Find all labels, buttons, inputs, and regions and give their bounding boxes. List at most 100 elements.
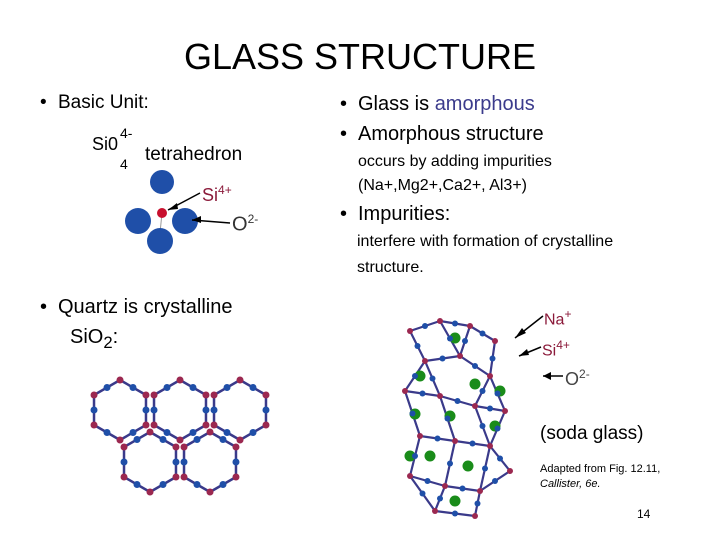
quartz-o-site — [90, 406, 98, 414]
quartz-o-site — [223, 384, 231, 391]
quartz-o-site — [163, 429, 171, 436]
glass-o-site — [492, 478, 498, 484]
occurs-line: occurs by adding impurities — [358, 153, 552, 170]
quartz-o-site — [232, 458, 240, 466]
credit-line2: Callister, 6e. — [540, 478, 601, 490]
glass-si-site — [407, 473, 413, 479]
quartz-o-site — [129, 384, 137, 391]
oxygen-atom-top — [150, 170, 174, 194]
glass-si-site — [487, 443, 493, 449]
tetrahedron-charge: 4- — [120, 125, 133, 141]
quartz-si-site — [180, 473, 188, 481]
quartz-si-site — [150, 391, 158, 399]
quartz-si-site — [172, 473, 180, 481]
o-glass-charge: 2- — [579, 367, 590, 381]
bullet-impurities: Impurities: — [340, 203, 450, 226]
quartz-si-site — [210, 421, 218, 429]
glass-si-site — [502, 408, 508, 414]
quartz-network-diagram — [90, 376, 270, 496]
glass-si-site — [487, 373, 493, 379]
glass-o-site — [447, 460, 453, 467]
page-number: 14 — [637, 507, 651, 521]
glass-o-site — [412, 373, 418, 379]
glass-amorphous-word: amorphous — [434, 93, 535, 115]
quartz-o-site — [150, 406, 158, 414]
quartz-si-site — [202, 391, 210, 399]
quartz-si-site — [172, 443, 180, 451]
figure-credit: Adapted from Fig. 12.11, Callister, 6e. — [540, 462, 660, 492]
o-glass-text: O — [565, 369, 580, 389]
quartz-si-site — [210, 391, 218, 399]
si-glass-label: Si4+ — [542, 338, 570, 360]
glass-o-site — [452, 320, 458, 327]
glass-si-site — [452, 438, 458, 444]
bullet-amorphous: Amorphous structure — [340, 123, 544, 146]
oxygen-atom-bottom — [147, 228, 173, 254]
quartz-o-site — [133, 481, 141, 488]
quartz-o-site — [249, 429, 257, 436]
quartz-line1: Quartz is crystalline — [58, 296, 233, 318]
quartz-o-site — [159, 436, 167, 443]
si-label: Si4+ — [202, 183, 232, 206]
glass-o-site — [454, 398, 461, 404]
bullet-basic-unit: Basic Unit: — [40, 92, 149, 114]
tetrahedron-word: tetrahedron — [145, 144, 243, 165]
quartz-si-site — [202, 421, 210, 429]
glass-si-site — [457, 353, 463, 359]
glass-o-site — [437, 495, 443, 502]
quartz-si-site — [150, 421, 158, 429]
soda-glass-caption: (soda glass) — [540, 423, 644, 444]
glass-si-site — [507, 468, 513, 474]
quartz-si-site — [232, 443, 240, 451]
glass-o-site — [474, 500, 481, 507]
bullet-quartz: Quartz is crystalline SiO2: — [40, 292, 233, 358]
quartz-o-site — [103, 429, 111, 436]
quartz-o-site — [120, 458, 128, 466]
glass-o-site — [459, 485, 466, 492]
quartz-si-site — [90, 421, 98, 429]
quartz-si-site — [262, 421, 270, 429]
quartz-si-site — [236, 376, 244, 384]
quartz-o-site — [219, 436, 227, 443]
quartz-si-site — [206, 428, 214, 436]
glass-o-site — [439, 355, 446, 362]
glass-si-site — [417, 433, 423, 439]
glass-o-site — [489, 355, 496, 362]
glass-o-site — [409, 410, 416, 417]
quartz-si-site — [142, 391, 150, 399]
glass-o-site — [422, 323, 428, 329]
glass-o-site — [419, 390, 426, 397]
credit-line1: Adapted from Fig. 12.11, — [540, 463, 661, 475]
o-glass-label: O2- — [565, 367, 590, 390]
quartz-si-site — [116, 436, 124, 444]
glass-o-site — [487, 405, 493, 412]
na-label: Na+ — [544, 307, 571, 329]
quartz-si-site — [146, 488, 154, 496]
quartz-o-site — [142, 406, 150, 414]
glass-o-site — [434, 435, 441, 442]
si-charge: 4+ — [218, 183, 232, 197]
quartz-o-site — [159, 481, 167, 488]
oxygen-atom-right — [172, 208, 198, 234]
o-charge: 2- — [247, 212, 259, 226]
si-text: Si — [202, 185, 219, 205]
glass-si-site — [437, 393, 443, 399]
glass-label-arrows — [514, 315, 563, 380]
quartz-o-site — [189, 429, 197, 436]
glass-si-site — [422, 358, 428, 364]
quartz-si-site — [116, 376, 124, 384]
quartz-o-site — [262, 406, 270, 414]
quartz-o-site — [193, 436, 201, 443]
o-label: O2- — [232, 212, 258, 237]
quartz-o-site — [163, 384, 171, 391]
glass-o-site — [444, 415, 451, 422]
quartz-si-site — [142, 421, 150, 429]
quartz-si-site — [236, 436, 244, 444]
glass-na-ion — [449, 495, 461, 507]
impurity-text: occurs by adding impurities (Na+,Mg2+,Ca… — [358, 150, 552, 198]
glass-o-site — [429, 375, 436, 382]
glass-si-site — [492, 338, 498, 344]
quartz-o-site — [189, 384, 197, 391]
glass-si-site — [432, 508, 438, 514]
quartz-si-site — [176, 376, 184, 384]
